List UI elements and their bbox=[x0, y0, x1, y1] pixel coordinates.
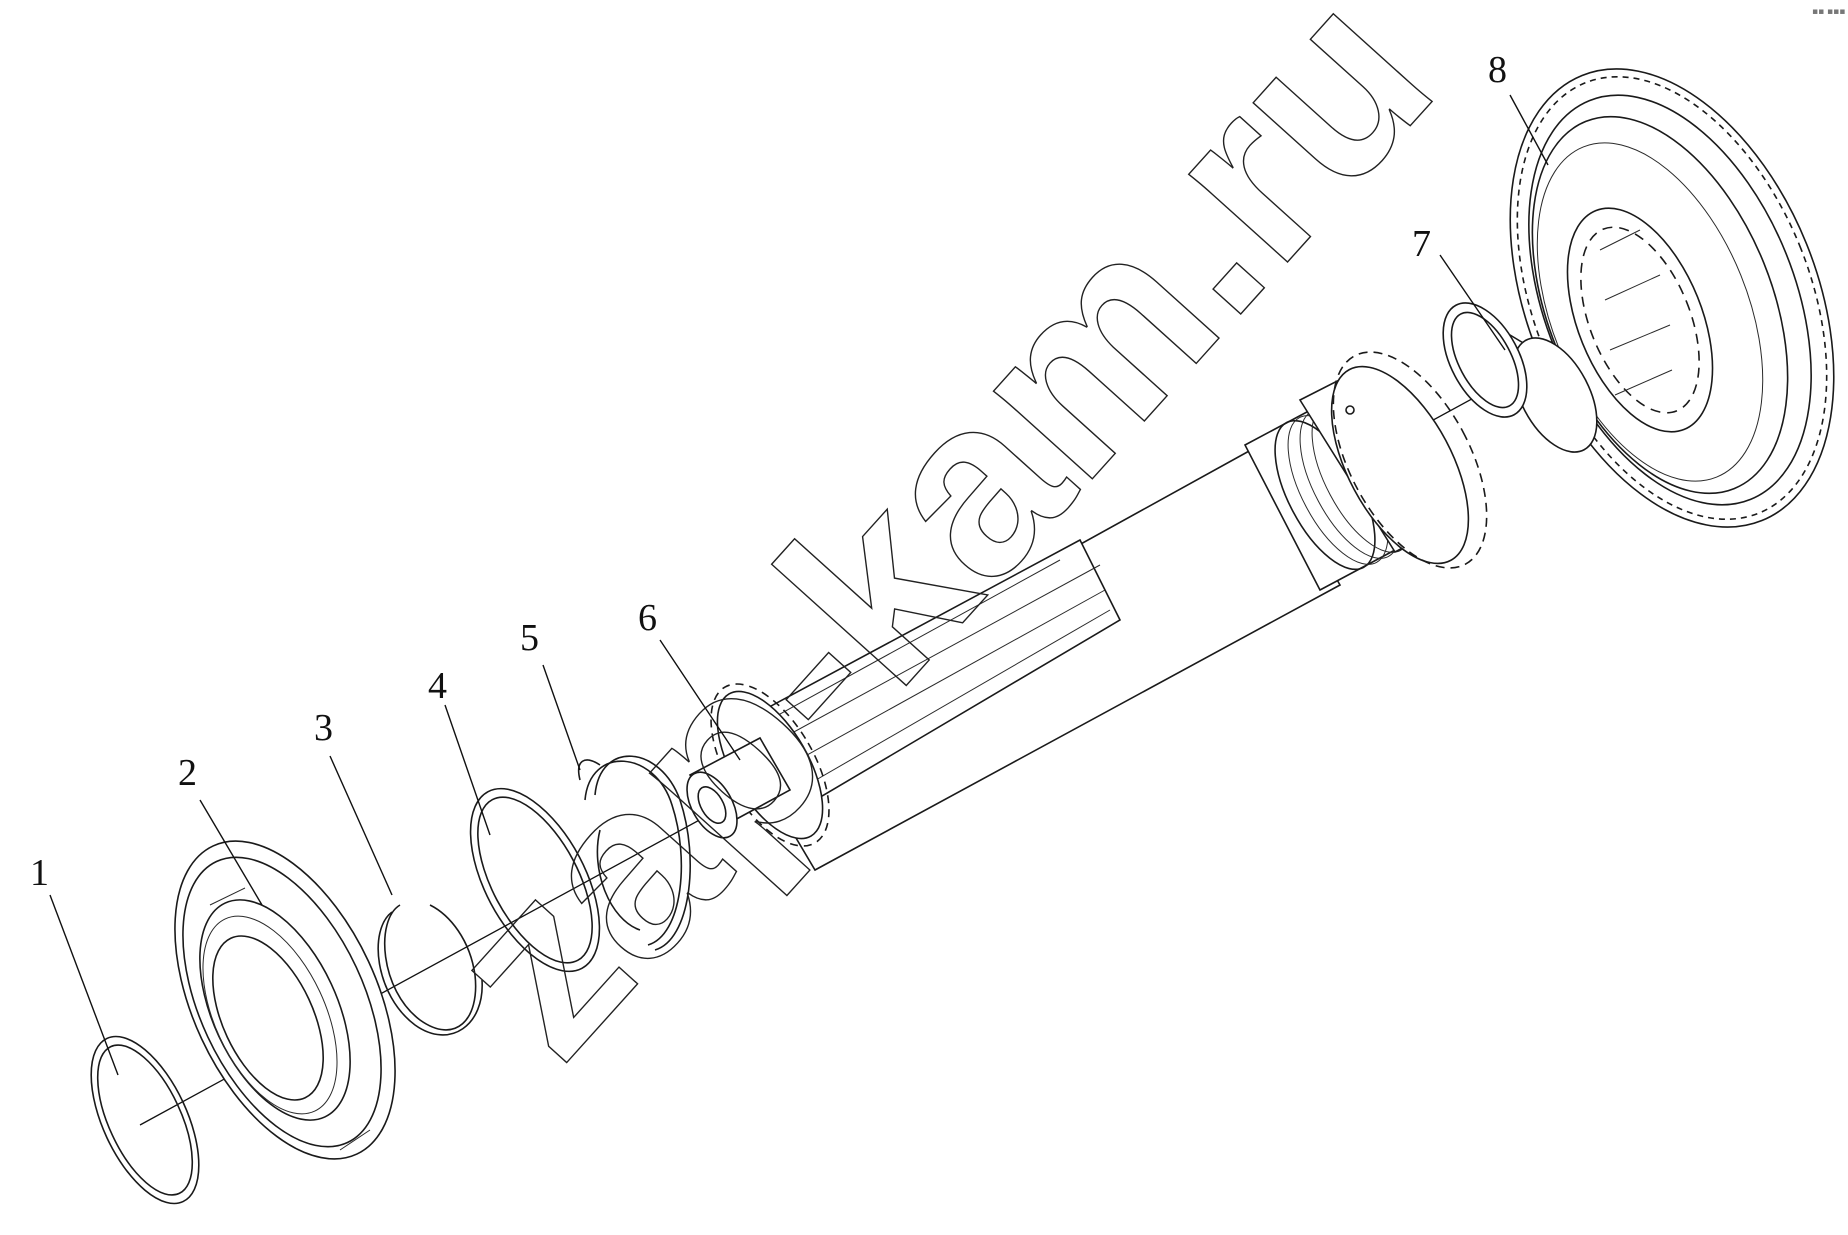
part-4-ring bbox=[469, 787, 601, 973]
part-3-snap-ring bbox=[377, 904, 483, 1036]
callout-2: 2 bbox=[178, 752, 197, 794]
leader-3 bbox=[329, 755, 393, 896]
leader-7 bbox=[1439, 254, 1506, 351]
leader-5 bbox=[542, 664, 581, 771]
callout-leaders bbox=[49, 94, 1549, 1076]
part-5-snap-rings bbox=[578, 755, 691, 951]
callout-6: 6 bbox=[638, 597, 657, 639]
leader-1 bbox=[49, 894, 119, 1076]
callout-4: 4 bbox=[428, 665, 447, 707]
leader-6 bbox=[659, 639, 741, 761]
callout-numbers: 1 2 3 4 5 6 7 8 bbox=[30, 49, 1507, 894]
callout-3: 3 bbox=[314, 707, 333, 749]
part-6-shaft bbox=[686, 351, 1488, 872]
leader-4 bbox=[444, 704, 491, 836]
callout-8: 8 bbox=[1488, 49, 1507, 91]
leader-2 bbox=[199, 799, 263, 906]
part-2-bearing bbox=[174, 840, 396, 1160]
part-7-bushing bbox=[1442, 302, 1598, 453]
callout-1: 1 bbox=[30, 852, 49, 894]
corner-mark: ▪▪ ▪▪▪ bbox=[1812, 7, 1845, 17]
leader-8 bbox=[1509, 94, 1549, 166]
callout-7: 7 bbox=[1412, 223, 1431, 265]
part-8-gear bbox=[1509, 68, 1835, 528]
part-1-ring bbox=[90, 1035, 200, 1205]
callout-5: 5 bbox=[520, 617, 539, 659]
